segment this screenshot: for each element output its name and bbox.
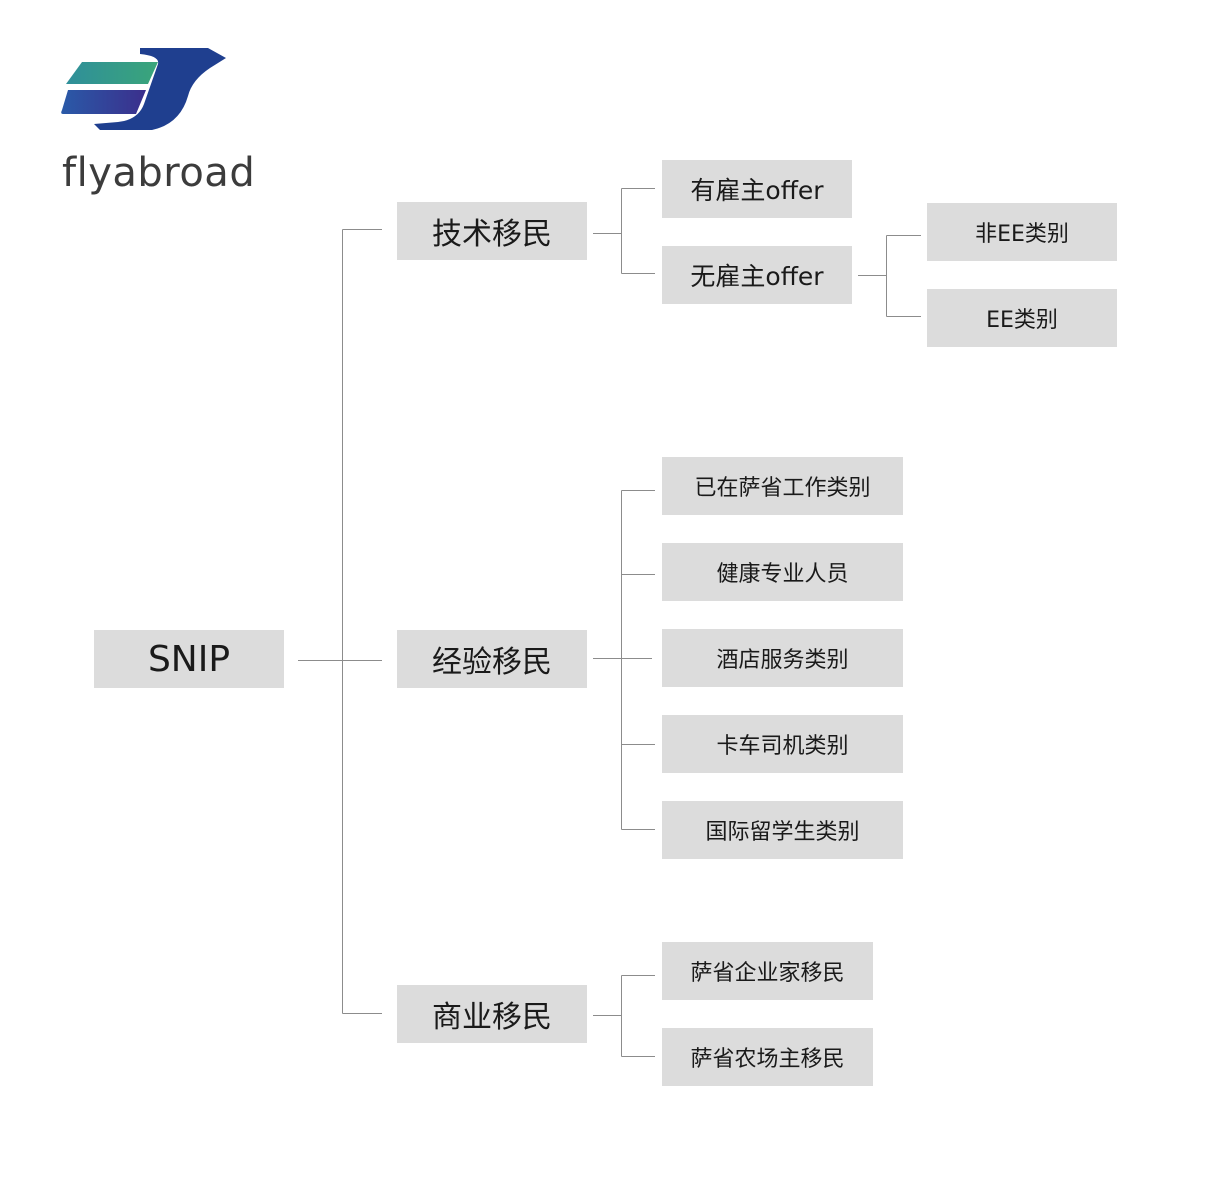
node-ee-category: EE类别: [927, 289, 1117, 347]
node-hospitality: 酒店服务类别: [662, 629, 903, 687]
node-label: SNIP: [147, 638, 231, 680]
node-label: 萨省农场主移民: [690, 1047, 845, 1072]
node-label: 非EE类别: [975, 222, 1069, 247]
node-health-professionals: 健康专业人员: [662, 543, 903, 601]
node-label: 卡车司机类别: [716, 734, 849, 759]
node-label: 无雇主offer: [690, 262, 824, 291]
node-with-employer-offer: 有雇主offer: [662, 160, 852, 218]
node-business-immigration: 商业移民: [397, 985, 587, 1043]
node-root: SNIP: [94, 630, 284, 688]
brand-name: flyabroad: [62, 150, 256, 196]
node-label: 经验移民: [432, 645, 552, 680]
node-label: 健康专业人员: [716, 562, 849, 587]
node-label: 酒店服务类别: [716, 648, 849, 673]
node-label: 技术移民: [432, 217, 552, 252]
node-experience-immigration: 经验移民: [397, 630, 587, 688]
node-truck-driver: 卡车司机类别: [662, 715, 903, 773]
node-label: 萨省企业家移民: [690, 961, 845, 986]
node-label: 国际留学生类别: [705, 820, 860, 845]
node-tech-immigration: 技术移民: [397, 202, 587, 260]
node-label: 已在萨省工作类别: [694, 476, 871, 501]
flyabroad-logo-icon: [61, 48, 226, 130]
node-farm-owner: 萨省农场主移民: [662, 1028, 873, 1086]
node-label: 商业移民: [432, 1000, 552, 1035]
node-label: 有雇主offer: [690, 176, 824, 205]
node-no-employer-offer: 无雇主offer: [662, 246, 852, 304]
node-worked-in-sask: 已在萨省工作类别: [662, 457, 903, 515]
node-non-ee-category: 非EE类别: [927, 203, 1117, 261]
node-entrepreneur: 萨省企业家移民: [662, 942, 873, 1000]
node-label: EE类别: [986, 308, 1058, 333]
node-international-student: 国际留学生类别: [662, 801, 903, 859]
